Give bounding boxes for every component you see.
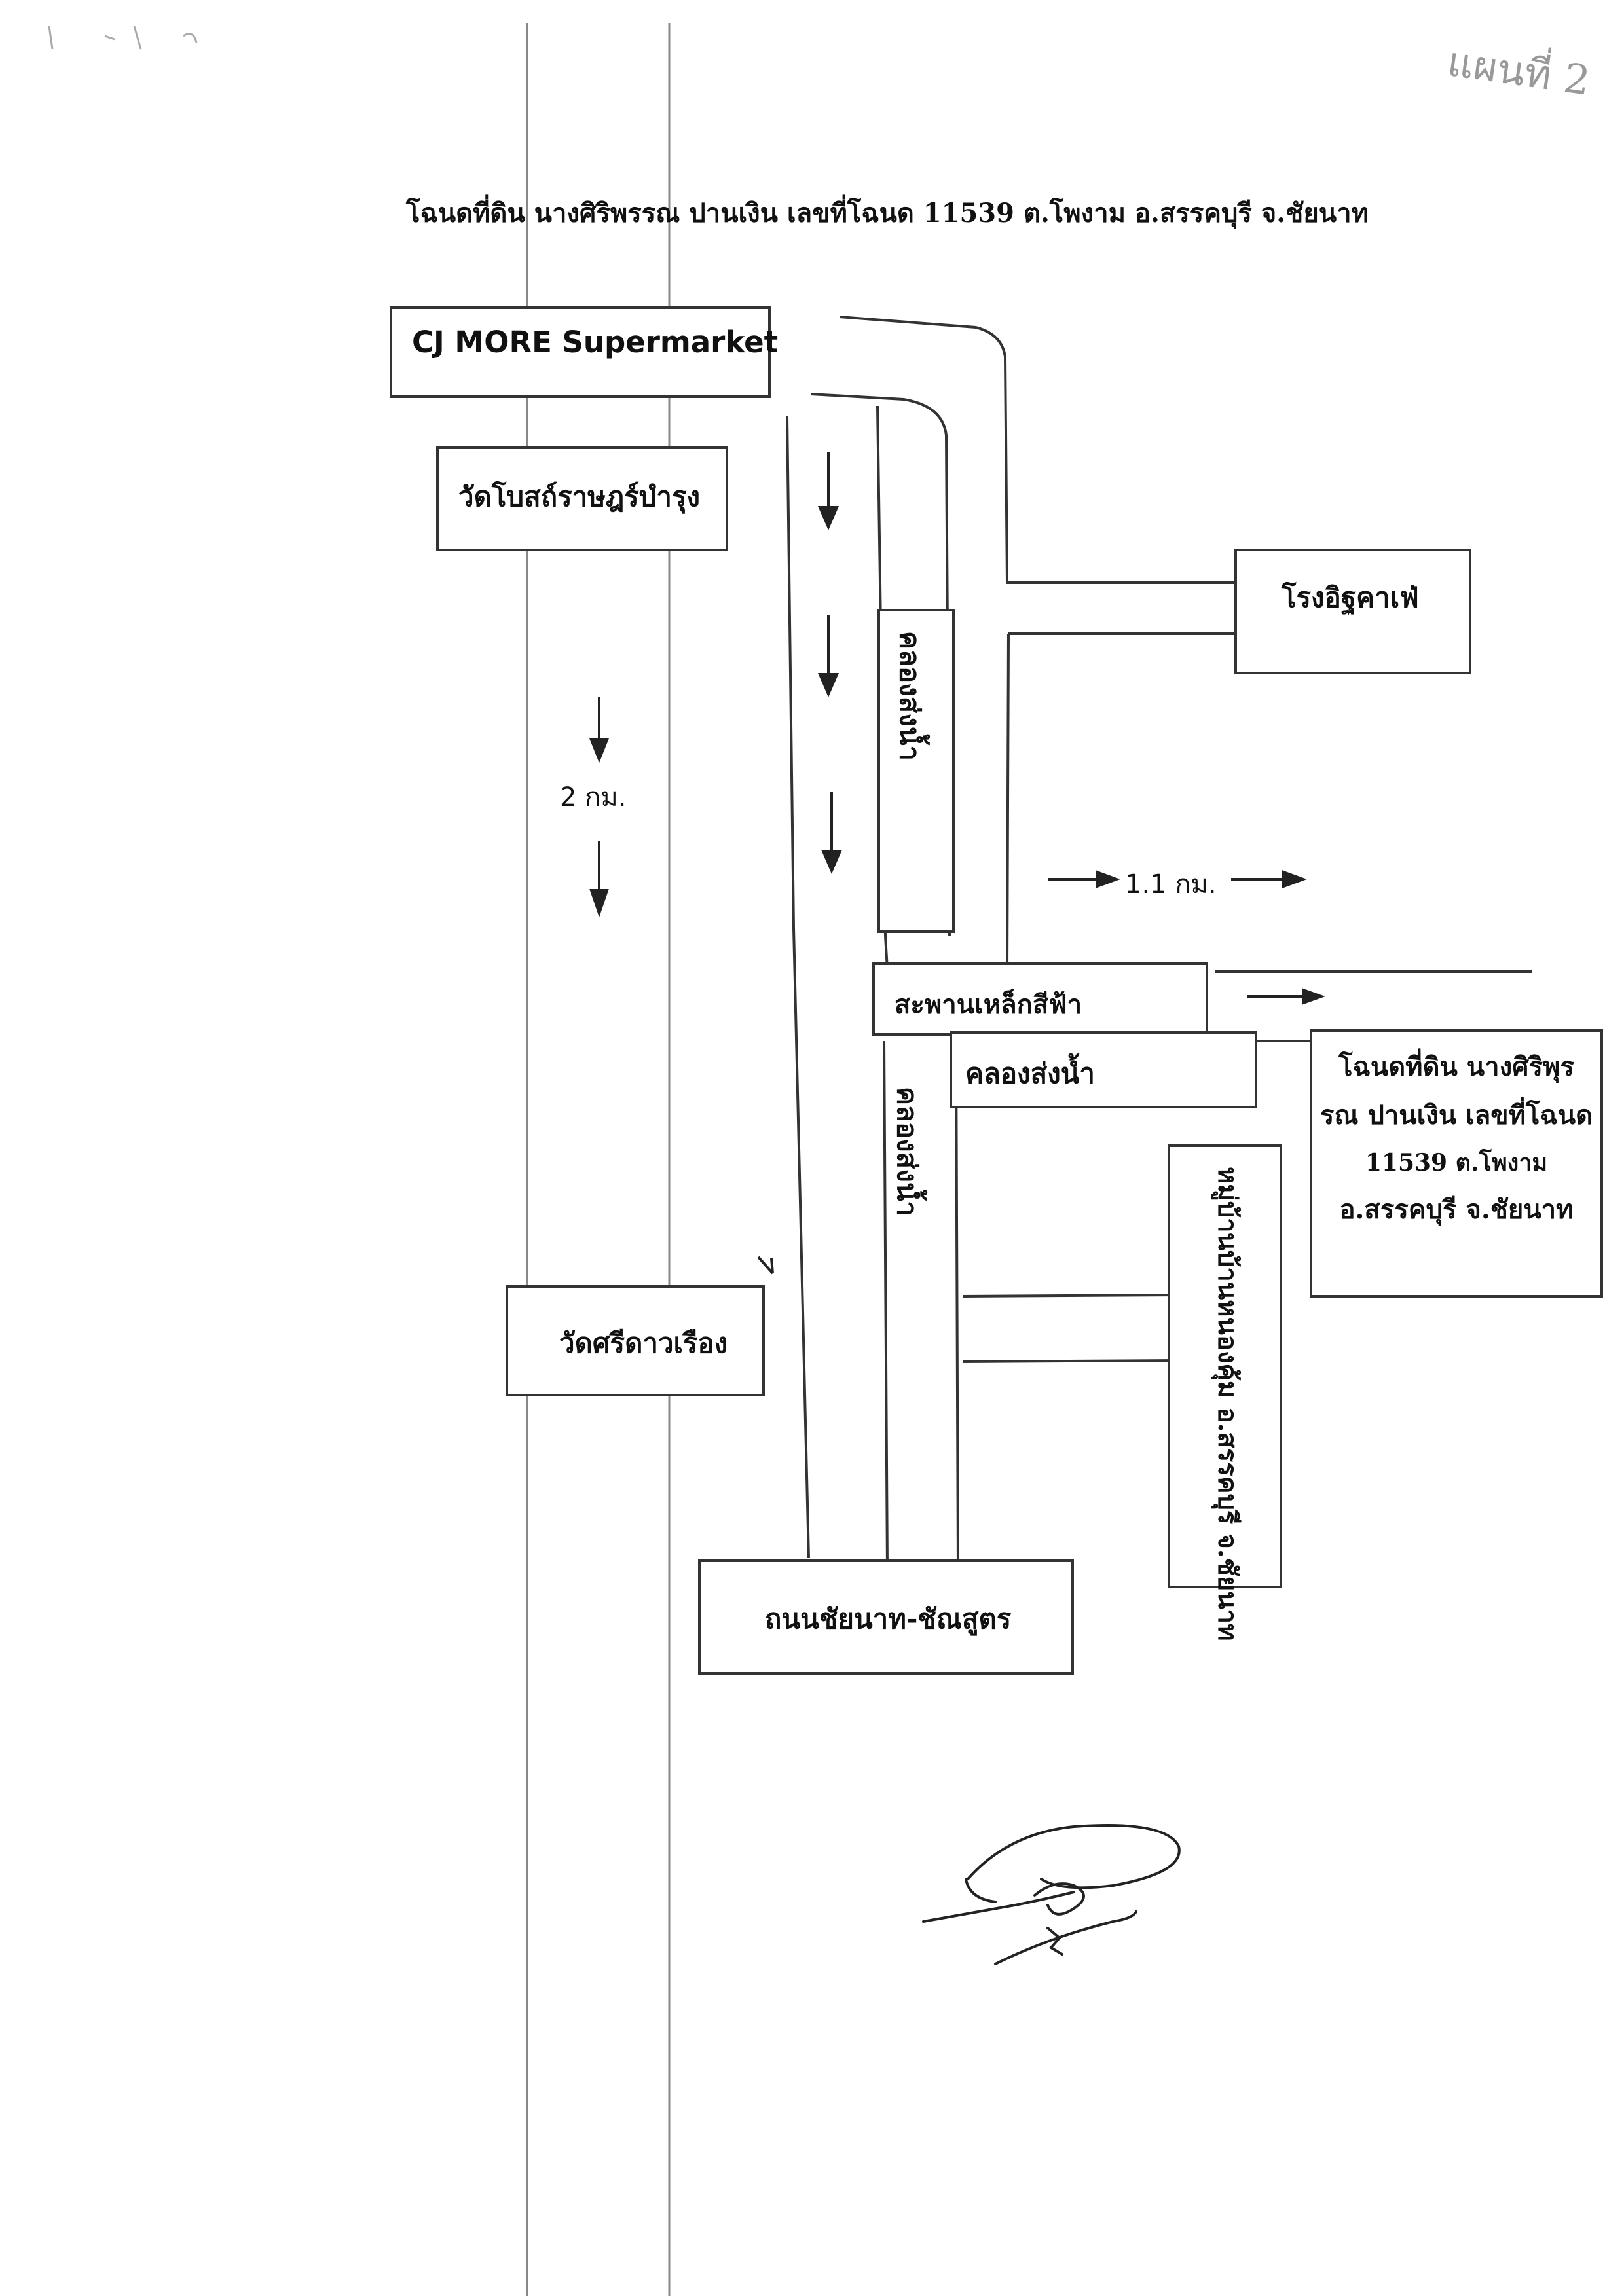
arrow-down-icon — [821, 792, 843, 875]
arrow-right-icon — [1048, 870, 1120, 888]
road-line — [962, 1294, 1176, 1298]
owner-line: รณ ปานเงิน เลขที่โฉนด — [1320, 1100, 1593, 1131]
landmark-label: CJ MORE Supermarket — [412, 325, 779, 359]
landmark-label: วัดศรีดาวเรือง — [559, 1327, 728, 1359]
landmark-label: ถนนชัยนาท-ชัณสูตร — [765, 1603, 1012, 1635]
arrow-down-icon — [589, 697, 609, 763]
landmark-label: หมู่บ้านบ้านหนองคุ้ม อ.สรรคบุรี จ.ชัยนาท — [1212, 1167, 1243, 1641]
owner-parcel-box: โฉนดที่ดิน นางศิริพุร รณ ปานเงิน เลขที่โ… — [1310, 1029, 1603, 1298]
page-title: โฉนดที่ดิน นางศิริพรรณ ปานเงิน เลขที่โฉน… — [406, 198, 1369, 228]
arrow-down-icon — [817, 452, 840, 531]
landmark-box-bridge: สะพานเหล็กสีฟ้า — [872, 962, 1208, 1036]
road-line — [883, 1040, 889, 1571]
canal-label-lower: คลองส่งน้ำ — [891, 1087, 923, 1217]
signature-image — [922, 1824, 1181, 1965]
road-line — [839, 316, 1238, 584]
road-line — [810, 393, 951, 937]
landmark-box-road: ถนนชัยนาท-ชัณสูตร — [698, 1559, 1074, 1675]
arrow-down-icon — [589, 841, 609, 918]
canal-box-upper: คลองส่งน้ำ — [877, 609, 955, 933]
canal-box-branch: คลองส่งน้ำ — [950, 1031, 1257, 1108]
arrow-right-icon — [1247, 988, 1325, 1005]
landmark-box-cj-more: CJ MORE Supermarket — [390, 306, 778, 398]
road-line — [962, 1359, 1176, 1363]
landmark-box-wat-sri: วัดศรีดาวเรือง — [506, 1285, 765, 1396]
landmark-label: โรงอิฐคาเฟ่ — [1282, 581, 1419, 613]
owner-line: 11539 ต.โพงาม — [1365, 1149, 1548, 1176]
owner-line: อ.สรรคบุรี จ.ชัยนาท — [1339, 1194, 1574, 1225]
owner-line: โฉนดที่ดิน นางศิริพุร — [1338, 1051, 1574, 1082]
canal-label: คลองส่งน้ำ — [965, 1057, 1096, 1089]
arrow-down-icon — [817, 615, 840, 698]
arrow-mark-icon — [757, 1256, 774, 1275]
distance-label-east: 1.1 กม. — [1125, 869, 1217, 900]
canal-label: คลองส่งน้ำ — [894, 631, 926, 761]
landmark-box-village: หมู่บ้านบ้านหนองคุ้ม อ.สรรคบุรี จ.ชัยนาท — [1168, 1144, 1282, 1641]
corner-scribble — [48, 26, 198, 50]
road-line — [792, 928, 810, 1559]
arrow-right-icon — [1231, 870, 1307, 888]
landmark-box-cafe: โรงอิฐคาเฟ่ — [1234, 549, 1471, 674]
road-line — [955, 1040, 959, 1571]
landmark-label: สะพานเหล็กสีฟ้า — [895, 989, 1082, 1020]
road-line — [786, 416, 795, 929]
road-line — [1006, 633, 1010, 971]
landmark-label: วัดโบสถ์ราษฎร์บำรุง — [458, 481, 701, 513]
distance-label-south: 2 กม. — [560, 782, 627, 812]
landmark-box-wat-bot: วัดโบสถ์ราษฎร์บำรุง — [436, 446, 728, 551]
